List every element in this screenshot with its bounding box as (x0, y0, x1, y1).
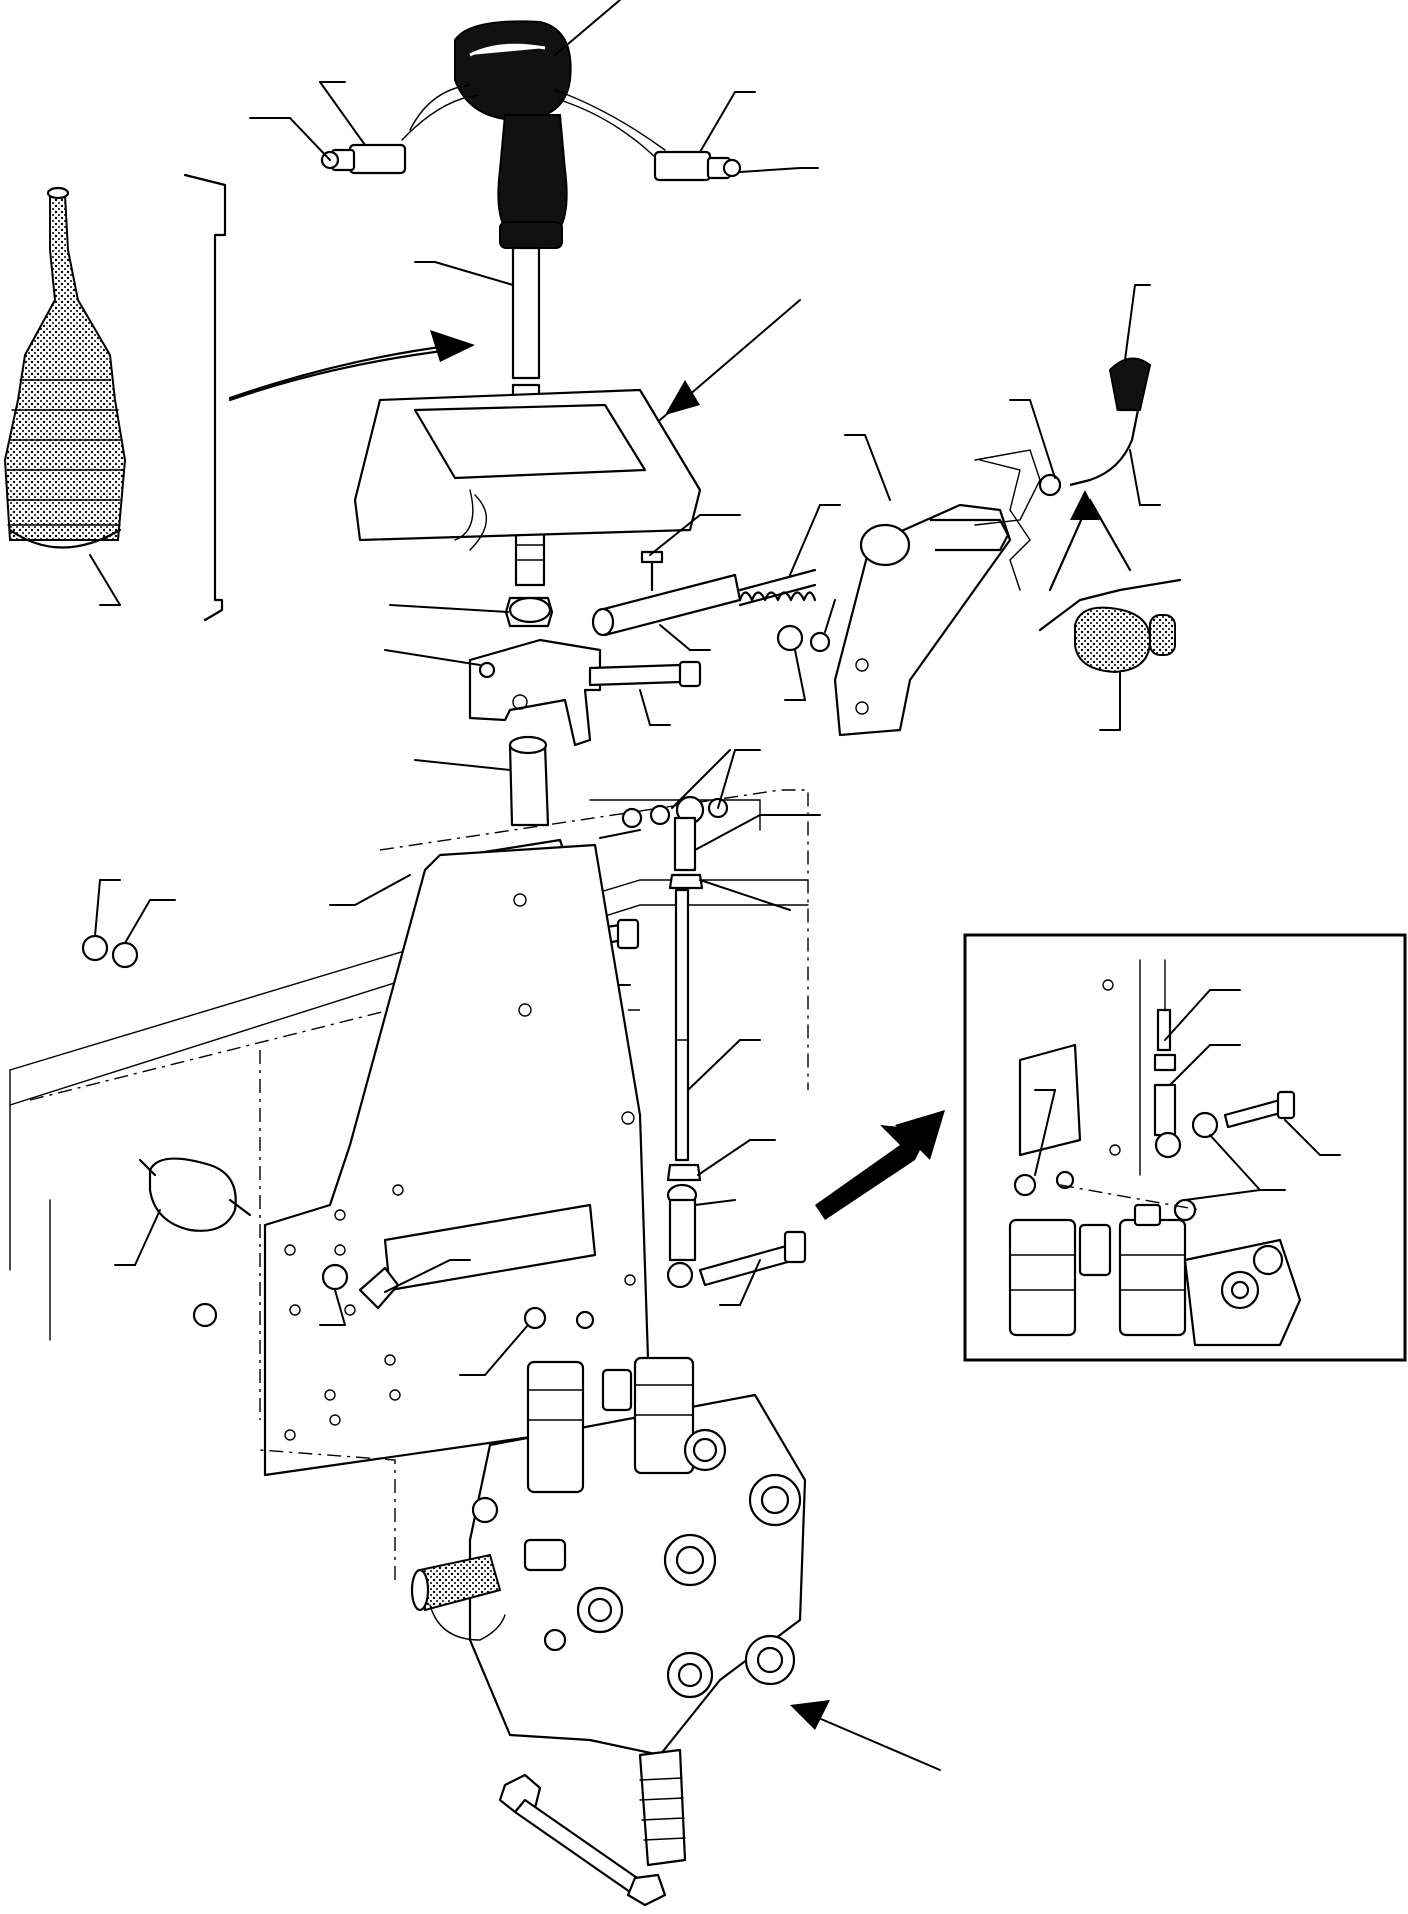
handle-lever (833, 434, 1031, 737)
mounting-plate (263, 843, 652, 1477)
long-bolt (498, 1773, 667, 1907)
chassis-outline (9, 789, 809, 1420)
ball-joint (974, 284, 1182, 731)
detail-inset (963, 933, 1407, 1362)
spring (738, 504, 841, 607)
knob-switch-left (249, 81, 479, 175)
console-cover (353, 299, 801, 551)
knob-switch-right (554, 89, 819, 182)
connecting-rod (599, 749, 821, 1306)
anti-vibration-mount (81, 879, 252, 1328)
control-lever-knob (454, 0, 621, 249)
inset-pointer-arrow (815, 1110, 945, 1220)
pivot-pin (591, 514, 836, 701)
rubber-gaiter (3, 173, 475, 622)
control-valve (259, 1356, 941, 1867)
